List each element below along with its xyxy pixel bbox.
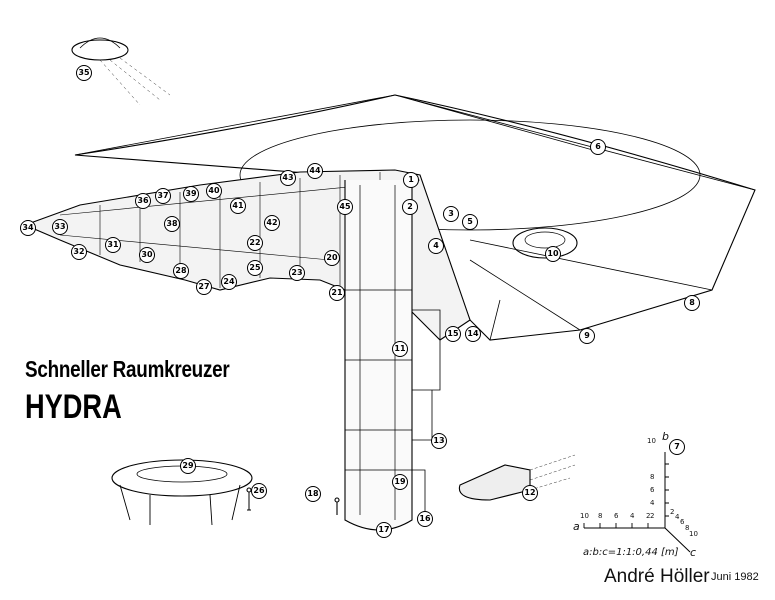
callout-25: 25 bbox=[247, 260, 263, 276]
callout-11: 11 bbox=[392, 341, 408, 357]
callout-44: 44 bbox=[307, 163, 323, 179]
callout-39: 39 bbox=[183, 186, 199, 202]
b-tick: 4 bbox=[650, 499, 655, 507]
dome bbox=[239, 119, 701, 231]
callout-2: 2 bbox=[402, 199, 418, 215]
callout-24: 24 bbox=[221, 274, 237, 290]
b-tick: 2 bbox=[650, 512, 655, 520]
callout-13: 13 bbox=[431, 433, 447, 449]
axis-b-label: b bbox=[662, 430, 669, 443]
callout-21: 21 bbox=[329, 285, 345, 301]
callout-38: 38 bbox=[164, 216, 180, 232]
scale-axes bbox=[584, 452, 691, 553]
a-tick: 6 bbox=[614, 512, 619, 520]
c-tick: 4 bbox=[675, 513, 680, 521]
callout-23: 23 bbox=[289, 265, 305, 281]
callout-16: 16 bbox=[417, 511, 433, 527]
callout-42: 42 bbox=[264, 215, 280, 231]
callout-29: 29 bbox=[180, 458, 196, 474]
callout-45: 45 bbox=[337, 199, 353, 215]
callout-12: 12 bbox=[522, 485, 538, 501]
a-tick: 4 bbox=[630, 512, 635, 520]
a-tick: 10 bbox=[580, 512, 589, 520]
c-tick: 2 bbox=[670, 508, 675, 516]
callout-34: 34 bbox=[20, 220, 36, 236]
callout-37: 37 bbox=[155, 188, 171, 204]
axis-a-label: a bbox=[573, 520, 580, 533]
callout-14: 14 bbox=[465, 326, 481, 342]
date: Juni 1982 bbox=[711, 571, 759, 583]
b-tick: 10 bbox=[647, 437, 656, 445]
a-tick: 2 bbox=[646, 512, 651, 520]
callout-30: 30 bbox=[139, 247, 155, 263]
subtitle: Schneller Raumkreuzer bbox=[25, 356, 230, 382]
scale-ratio: a:b:c=1:1:0,44 [m] bbox=[583, 547, 679, 558]
author-signature: André Höller bbox=[604, 566, 710, 587]
callout-8: 8 bbox=[684, 295, 700, 311]
canopy-ribs bbox=[74, 94, 756, 341]
callout-27: 27 bbox=[196, 279, 212, 295]
callout-26: 26 bbox=[251, 483, 267, 499]
callout-43: 43 bbox=[280, 170, 296, 186]
callout-40: 40 bbox=[206, 183, 222, 199]
callout-41: 41 bbox=[230, 198, 246, 214]
callout-5: 5 bbox=[462, 214, 478, 230]
callout-22: 22 bbox=[247, 235, 263, 251]
callout-4: 4 bbox=[428, 238, 444, 254]
callout-32: 32 bbox=[71, 244, 87, 260]
ship-name: HYDRA bbox=[25, 388, 122, 426]
callout-31: 31 bbox=[105, 237, 121, 253]
callout-35: 35 bbox=[76, 65, 92, 81]
callout-10: 10 bbox=[545, 246, 561, 262]
b-tick: 8 bbox=[650, 473, 655, 481]
callout-15: 15 bbox=[445, 326, 461, 342]
callout-20: 20 bbox=[324, 250, 340, 266]
a-tick: 8 bbox=[598, 512, 603, 520]
axis-c-label: c bbox=[690, 546, 697, 559]
callout-33: 33 bbox=[52, 219, 68, 235]
craft-12 bbox=[458, 464, 531, 501]
callout-19: 19 bbox=[392, 474, 408, 490]
c-tick: 10 bbox=[689, 530, 698, 538]
callout-7: 7 bbox=[669, 439, 685, 455]
c-tick: 6 bbox=[680, 518, 685, 526]
callout-3: 3 bbox=[443, 206, 459, 222]
callout-18: 18 bbox=[305, 486, 321, 502]
callout-28: 28 bbox=[173, 263, 189, 279]
callout-1: 1 bbox=[403, 172, 419, 188]
callout-17: 17 bbox=[376, 522, 392, 538]
callout-6: 6 bbox=[590, 139, 606, 155]
craft-35 bbox=[71, 39, 129, 61]
hatch-10 bbox=[512, 227, 578, 259]
c-tick: 8 bbox=[685, 524, 690, 532]
callout-36: 36 bbox=[135, 193, 151, 209]
callout-9: 9 bbox=[579, 328, 595, 344]
b-tick: 6 bbox=[650, 486, 655, 494]
